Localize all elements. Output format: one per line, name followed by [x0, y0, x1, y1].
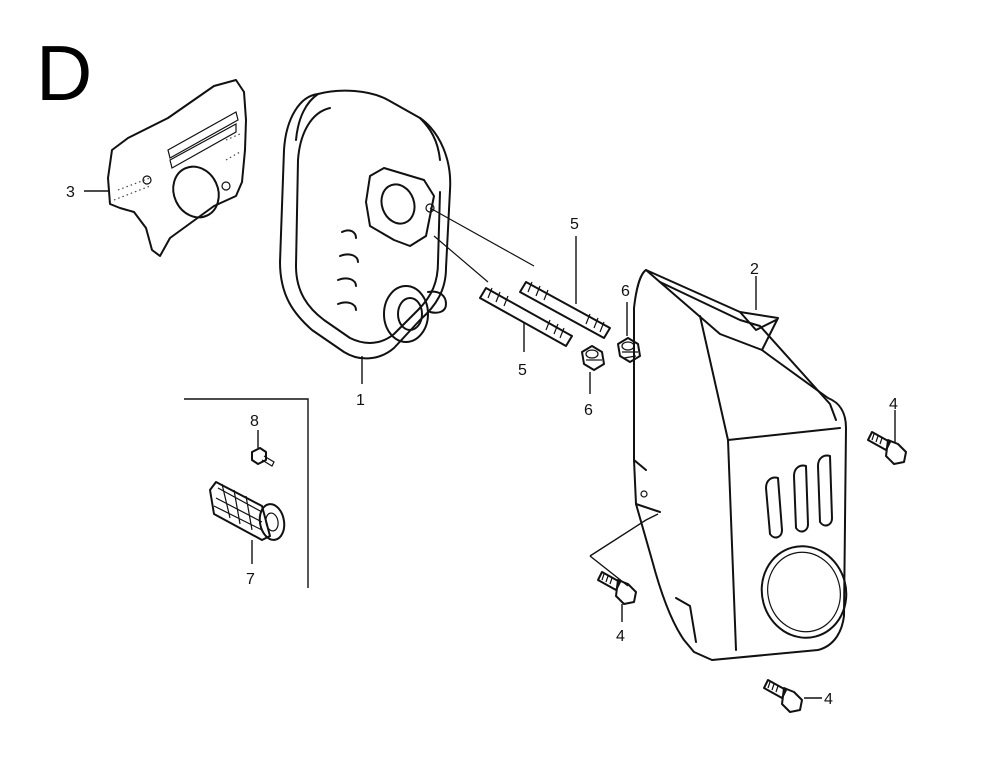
callout-heat-shield: 3	[66, 184, 75, 201]
nut-upper	[617, 337, 641, 363]
axis-line-upper	[429, 207, 535, 267]
bolt-lower	[597, 571, 637, 605]
spark-arrester	[209, 481, 286, 541]
callout-bolt-right: 4	[889, 396, 898, 413]
callout-stud-upper: 5	[570, 216, 579, 233]
stud-lower	[479, 287, 573, 347]
screw	[251, 447, 275, 467]
bolt-right	[867, 431, 907, 465]
callout-bolt-lower: 4	[616, 628, 625, 645]
callout-muffler: 1	[356, 392, 365, 409]
callout-spark-arrester: 7	[246, 571, 255, 588]
callout-stud-lower: 5	[518, 362, 527, 379]
leader-bolt-lower-bottom	[589, 555, 629, 587]
muffler	[279, 89, 452, 360]
axis-line-lower	[433, 235, 489, 283]
heat-shield-plate	[107, 79, 247, 257]
callout-screw: 8	[250, 413, 259, 430]
bolt-bottom	[763, 679, 803, 713]
inset-bracket	[184, 398, 309, 588]
callout-nut-upper: 6	[621, 283, 630, 300]
callout-bolt-bottom: 4	[824, 691, 833, 708]
muffler-protector	[633, 269, 848, 661]
nut-lower	[581, 345, 605, 371]
leader-bolt-lower-top	[589, 513, 659, 557]
section-letter: D	[36, 29, 92, 117]
callout-muffler-protector: 2	[750, 261, 759, 278]
stud-upper	[519, 281, 611, 339]
callout-nut-lower: 6	[584, 402, 593, 419]
